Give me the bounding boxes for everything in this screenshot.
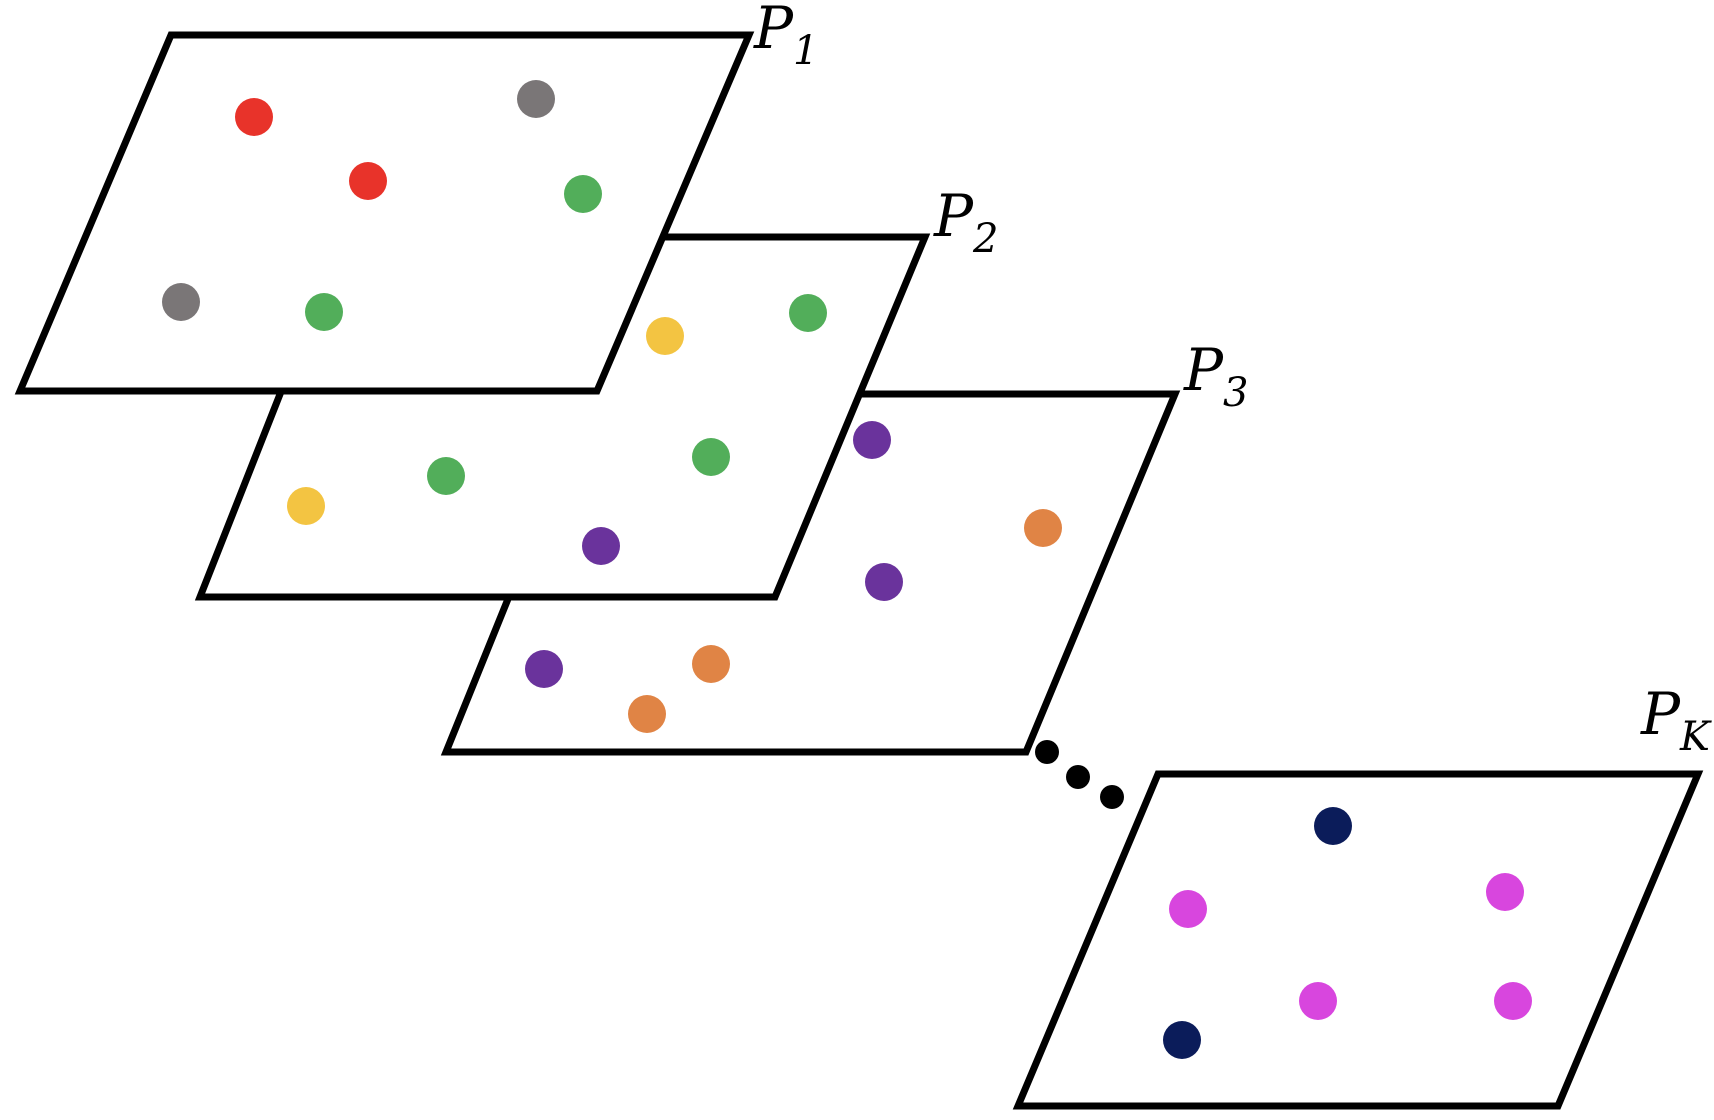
plane-p1: P1 (14, 0, 818, 395)
plane-p3-label-sub: 3 (1223, 370, 1248, 416)
plane-p1-point-red (235, 98, 273, 136)
plane-pk-point-magenta (1169, 890, 1207, 928)
plane-p2-points (287, 294, 827, 565)
plane-pk-point-magenta (1299, 982, 1337, 1020)
plane-p1-label-main: P (753, 0, 794, 62)
plane-p3-point-purple (853, 421, 891, 459)
plane-p2-point-green (692, 438, 730, 476)
plane-p2-point-green (427, 457, 465, 495)
ellipsis-dot (1066, 765, 1090, 789)
plane-pk-point-navy (1314, 807, 1352, 845)
plane-p1-point-gray (517, 80, 555, 118)
ellipsis-dot (1100, 785, 1124, 809)
plane-p2-label-sub: 2 (972, 216, 998, 262)
plane-p2-point-purple (582, 527, 620, 565)
plane-p2-point-yellow (646, 317, 684, 355)
plane-pk-label: PK (1640, 680, 1712, 760)
plane-pk-point-magenta (1494, 982, 1532, 1020)
plane-p3-point-orange (1024, 509, 1062, 547)
plane-p1-outline (14, 31, 755, 395)
plane-p3-label-main: P (1183, 336, 1224, 404)
plane-p3-point-orange (692, 645, 730, 683)
plane-p2-point-yellow (287, 487, 325, 525)
plane-p3-point-orange (628, 695, 666, 733)
plane-p2-point-green (789, 294, 827, 332)
plane-p1-point-green (564, 175, 602, 213)
plane-p1-point-green (305, 293, 343, 331)
plane-p3-point-purple (865, 563, 903, 601)
plane-pk-point-magenta (1486, 873, 1524, 911)
plane-p1-label: P1 (753, 0, 818, 74)
plane-pk-points (1163, 807, 1532, 1059)
plane-p3-label: P3 (1183, 336, 1248, 416)
plane-pk-label-main: P (1640, 680, 1681, 748)
plane-p2-label-main: P (933, 182, 974, 250)
plane-p3-points (525, 421, 1062, 733)
plane-p1-point-red (349, 162, 387, 200)
plane-p1-label-sub: 1 (793, 28, 818, 74)
plane-p2-label: P2 (933, 182, 998, 262)
plane-pk-label-sub: K (1679, 714, 1712, 760)
plane-pk-outline (1012, 770, 1704, 1110)
plane-p1-point-gray (162, 283, 200, 321)
ellipsis-dot (1035, 740, 1059, 764)
plane-pk-point-navy (1163, 1021, 1201, 1059)
plane-pk: PK (1012, 680, 1712, 1110)
plane-p1-points (162, 80, 602, 331)
ellipsis-dots (1035, 740, 1124, 809)
plane-p3-point-purple (525, 650, 563, 688)
